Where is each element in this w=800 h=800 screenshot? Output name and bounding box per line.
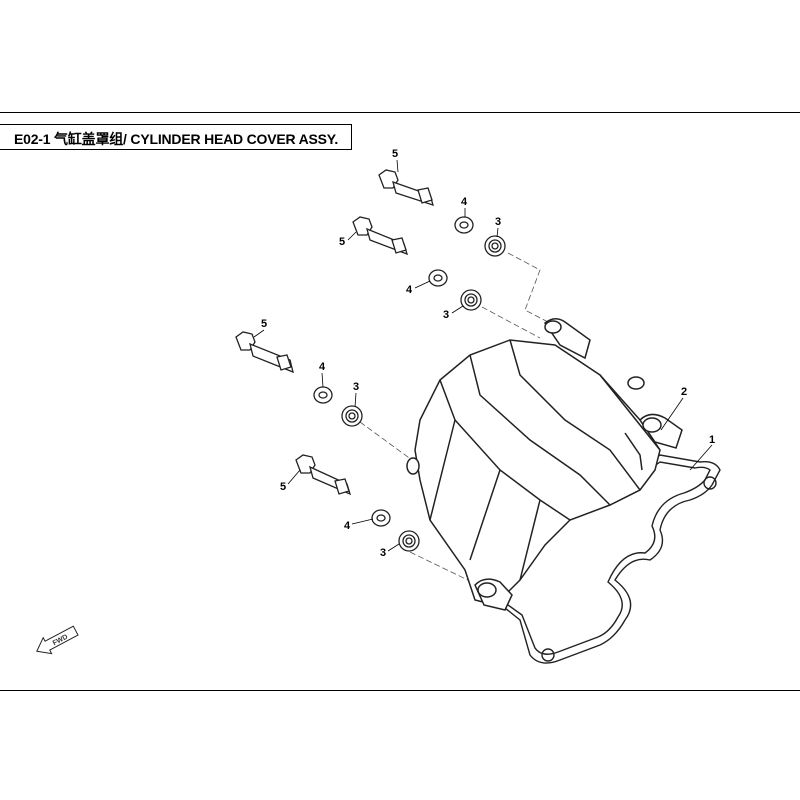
callout-4: 4 xyxy=(319,361,326,373)
callout-4: 4 xyxy=(461,196,468,208)
bolt-part-5-c xyxy=(235,331,294,374)
title-box: E02-1 气缸盖罩组/ CYLINDER HEAD COVER ASSY. xyxy=(0,124,352,150)
fwd-label: FWD xyxy=(52,634,69,648)
callout-1: 1 xyxy=(709,434,715,446)
frame-top-line xyxy=(0,112,800,113)
page-title: E02-1 气缸盖罩组/ CYLINDER HEAD COVER ASSY. xyxy=(14,131,339,147)
cover-part-2 xyxy=(406,318,683,611)
callout-4: 4 xyxy=(406,284,413,296)
grommets-part-3 xyxy=(341,235,506,552)
leader-lines xyxy=(253,159,713,552)
fwd-arrow-icon: FWD xyxy=(36,625,79,655)
bolt-part-5-d xyxy=(295,454,352,496)
callout-3: 3 xyxy=(495,216,501,228)
assembly-lines xyxy=(359,252,549,586)
callout-3: 3 xyxy=(443,309,449,321)
bolt-part-5-b xyxy=(352,216,409,256)
callout-labels: 5 4 3 5 4 3 5 4 3 5 4 3 2 1 xyxy=(261,148,715,559)
callout-5: 5 xyxy=(280,481,286,493)
bolt-part-5-a xyxy=(378,169,434,207)
callout-3: 3 xyxy=(380,547,386,559)
callout-3: 3 xyxy=(353,381,359,393)
callout-5: 5 xyxy=(339,236,345,248)
frame-bottom-line xyxy=(0,690,800,691)
callout-4: 4 xyxy=(344,520,351,532)
callout-2: 2 xyxy=(681,386,687,398)
callout-5: 5 xyxy=(392,148,398,160)
callout-5: 5 xyxy=(261,318,267,330)
